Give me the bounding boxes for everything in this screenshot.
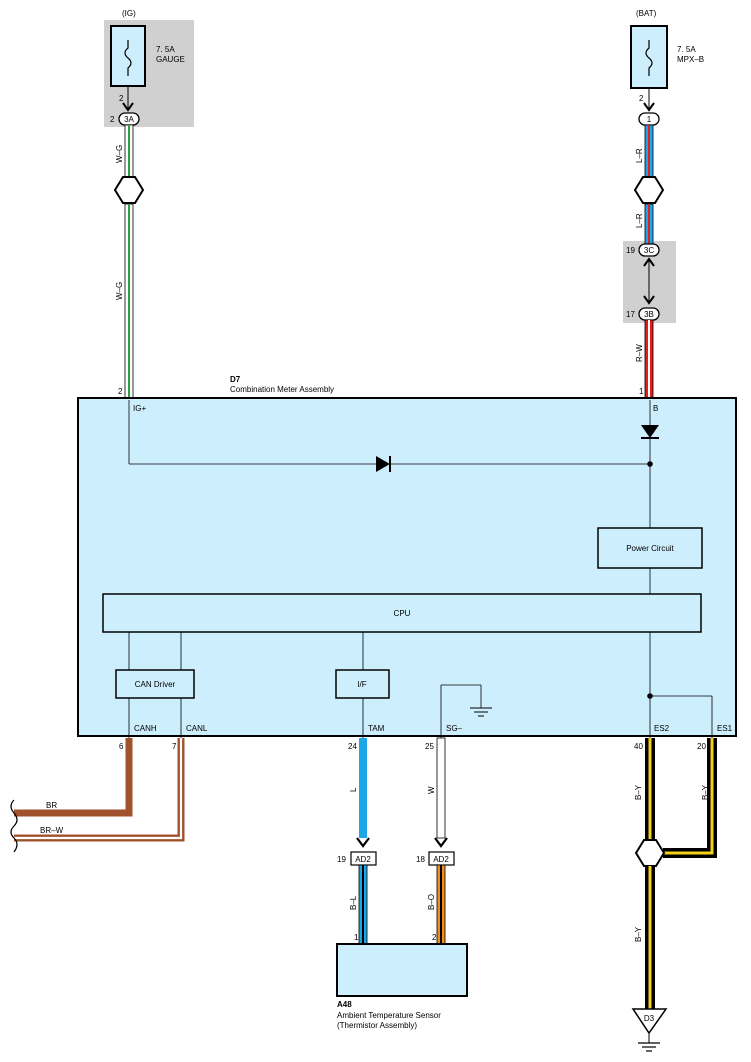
sensor-pin-1: 1 [354,933,359,942]
bat-connector-arrow-icon [643,102,655,112]
pin-b-number: 1 [639,387,644,396]
pin-ig-name: IG+ [133,404,146,413]
es2-wire-label: B–Y [634,784,643,800]
ig-connector-arrow-icon [122,102,134,112]
ground-icon [638,1042,660,1052]
ig-wire-wg [124,124,134,401]
diode-ig-icon [376,456,390,472]
pin-es1-number: 20 [697,742,706,751]
pin-tam-number: 24 [348,742,357,751]
bat-source-label: (BAT) [636,9,657,18]
bat-fuse-box [630,25,668,89]
ig-fuse-icon [124,40,132,76]
cpu-block [102,593,702,633]
svg-text:I/F: I/F [357,680,366,689]
bat-fuse-rating: 7. 5A [677,45,696,54]
pin-es2-name: ES2 [654,724,670,733]
es2-wire-by [645,738,655,839]
ig-source-label: (IG) [122,9,136,18]
ig-fuse-box [110,25,146,87]
ig-wire-color-top: W–G [115,145,124,163]
ig-fuse-pin: 2 [119,94,124,103]
sensor-wire-bo [436,864,446,946]
svg-text:AD2: AD2 [355,855,371,864]
tam-arrow-icon [356,837,370,848]
pin-tam-name: TAM [368,724,385,733]
bat-wire-rw [644,319,654,401]
sensor-wire-bo-label: B–O [427,894,436,910]
pin-canh-number: 6 [119,742,124,751]
sensor-wire-bl-label: B–L [349,895,358,910]
internal-ground-icon [470,707,492,717]
sensor-name-line2: (Thermistor Assembly) [337,1021,417,1030]
junction-connector-3c [638,243,660,257]
if-block [335,669,390,699]
svg-text:3C: 3C [644,246,654,255]
svg-text:3A: 3A [124,115,134,124]
ground-wire-by [645,866,655,1009]
bat-fuse-icon [645,40,653,76]
sg-connector-pin: 18 [416,855,425,864]
pin-b-name: B [653,404,658,413]
sensor-pin-2: 2 [432,933,437,942]
power-circuit-block [597,527,703,569]
bat-wire-color-bottom: R–W [635,344,644,362]
can-wire-brw [14,738,185,842]
es1-wire-label: B–Y [701,784,710,800]
es1-wire-by [663,738,717,858]
svg-text:AD2: AD2 [433,855,449,864]
ig-fuse-name: GAUGE [156,55,185,64]
can-driver-block [115,669,195,699]
diode-b-icon [641,425,659,438]
sg-wire-label: W [427,786,436,794]
junction-pin-17: 17 [626,310,635,319]
ig-splice-octagon [113,176,145,204]
tam-connector-pin: 19 [337,855,346,864]
can-wire-br [14,738,133,817]
can-wire-brw-label: BR–W [40,826,64,835]
ground-point-d3 [631,1008,668,1035]
sensor-name-line1: Ambient Temperature Sensor [337,1011,441,1020]
bat-fuse-name: MPX–B [677,55,704,64]
bat-wire-color-mid: L–R [635,213,644,228]
svg-text:D3: D3 [644,1014,655,1023]
svg-text:CPU: CPU [394,609,411,618]
pin-es1-name: ES1 [717,724,733,733]
meter-id: D7 [230,375,241,384]
sensor-wire-bl [358,864,368,946]
pin-sg-number: 25 [425,742,434,751]
ig-connector-pin: 2 [110,115,115,124]
pin-canl-number: 7 [172,742,177,751]
svg-text:1: 1 [647,115,652,124]
pin-canl-name: CANL [186,724,208,733]
ground-splice-octagon [634,839,666,867]
svg-text:3B: 3B [644,310,654,319]
sg-arrow-icon [434,837,448,848]
ambient-temp-sensor [336,943,468,997]
junction-down-arrow-icon [643,295,655,305]
svg-text:CAN Driver: CAN Driver [135,680,176,689]
meter-name: Combination Meter Assembly [230,385,334,394]
pin-ig-number: 2 [118,387,123,396]
bat-splice-octagon [633,176,665,204]
pin-canh-name: CANH [134,724,157,733]
junction-pin-19: 19 [626,246,635,255]
bat-wire-color-top: L–R [635,148,644,163]
pin-es2-number: 40 [634,742,643,751]
pin-sg-name: SG– [446,724,463,733]
tam-wire-l [359,738,367,838]
svg-text:Power Circuit: Power Circuit [626,544,674,553]
can-wire-br-label: BR [46,801,57,810]
sg-wire-w [436,737,446,839]
ig-wire-color-bottom: W–G [115,282,124,300]
ig-fuse-rating: 7. 5A [156,45,175,54]
ground-wire-label: B–Y [634,926,643,942]
sensor-id: A48 [337,1000,352,1009]
junction-dot-top [647,461,653,467]
bat-fuse-pin: 2 [639,94,644,103]
tam-wire-label: L [349,787,358,792]
wire-break-icon [10,799,18,853]
